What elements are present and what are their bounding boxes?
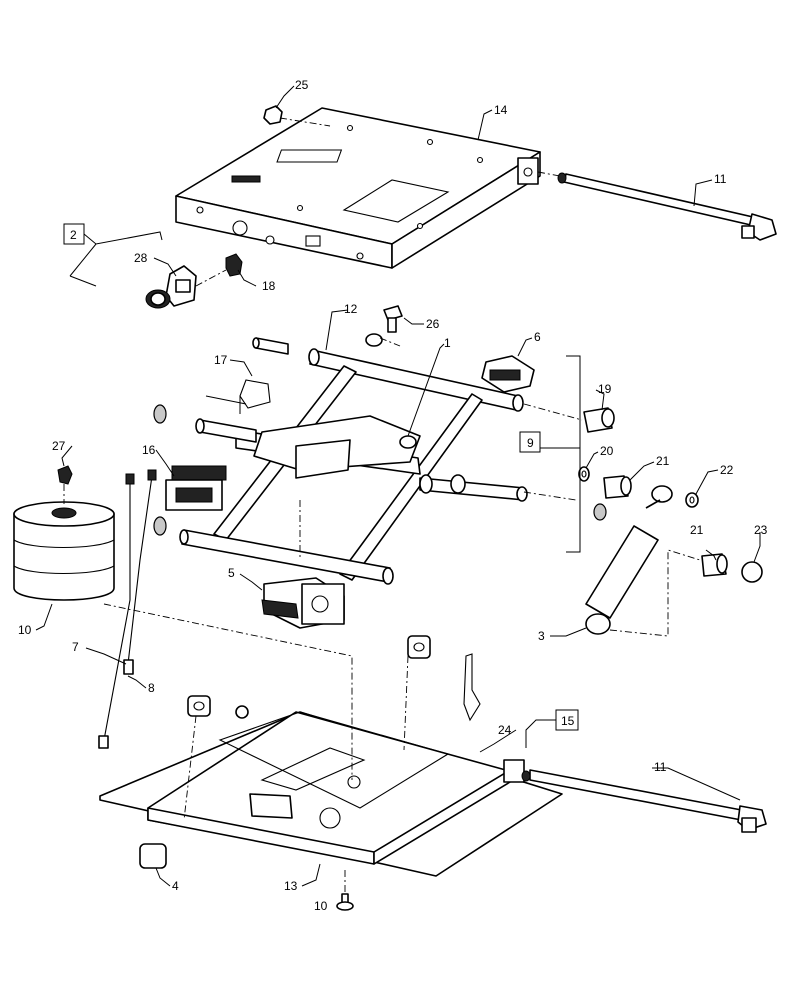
callout-12: 12 [344, 302, 358, 316]
bushing-19 [523, 403, 615, 433]
base-slide [99, 711, 563, 877]
callout-18: 18 [262, 279, 276, 293]
connector-6 [481, 355, 535, 393]
callout-26: 26 [426, 317, 440, 331]
callout-7: 7 [72, 640, 79, 654]
top-plate [175, 107, 541, 269]
callout-11-bottom: 11 [654, 760, 667, 774]
callout-1: 1 [444, 336, 451, 350]
callout-21-lower: 21 [690, 523, 704, 537]
washer-22 [685, 492, 699, 508]
cap-23 [741, 561, 763, 583]
clip-17 [205, 379, 271, 414]
callout-13: 13 [284, 879, 298, 893]
callout-9: 9 [527, 436, 534, 450]
callout-2: 2 [70, 228, 77, 242]
shock-absorber [585, 485, 673, 635]
callout-24: 24 [498, 723, 512, 737]
callout-19: 19 [598, 382, 612, 396]
bolt-26 [365, 305, 403, 347]
callout-22: 22 [720, 463, 734, 477]
callout-4: 4 [172, 879, 179, 893]
callout-6: 6 [534, 330, 541, 344]
rod-top [537, 171, 777, 241]
callout-27: 27 [52, 439, 66, 453]
callout-28: 28 [134, 251, 148, 265]
motor-5 [261, 577, 345, 629]
callout-17: 17 [214, 353, 228, 367]
callout-10-bottom: 10 [314, 899, 328, 913]
bolt-25 [263, 105, 331, 127]
fitting-27 [57, 465, 73, 504]
rod-bottom [521, 769, 767, 833]
callout-5: 5 [228, 566, 235, 580]
air-bellows [13, 501, 115, 601]
grommets [139, 635, 481, 869]
washer-20 [523, 466, 590, 501]
callout-group-9 [540, 355, 581, 553]
callout-20: 20 [600, 444, 614, 458]
spacer-21a [603, 475, 632, 499]
callout-labels: 25 14 11 2 28 18 12 26 1 6 17 19 9 20 21… [18, 78, 768, 913]
callout-8: 8 [148, 681, 155, 695]
screw-10-bottom [336, 870, 354, 911]
button-28 [145, 253, 243, 309]
callout-10-top: 10 [18, 623, 32, 637]
callout-23: 23 [754, 523, 768, 537]
callout-3: 3 [538, 629, 545, 643]
callout-11-top: 11 [714, 172, 727, 186]
callout-14: 14 [494, 103, 508, 117]
scissor-frame [153, 337, 528, 585]
callout-25: 25 [295, 78, 309, 92]
bushing-lower [593, 503, 607, 521]
callout-leaders [35, 85, 761, 887]
callout-21-upper: 21 [656, 454, 670, 468]
module-16 [165, 465, 227, 511]
callout-15: 15 [561, 714, 575, 728]
callout-16: 16 [142, 443, 156, 457]
spacer-21b [701, 553, 728, 577]
callout-group-2 [63, 223, 163, 287]
wire-harness [98, 469, 157, 749]
